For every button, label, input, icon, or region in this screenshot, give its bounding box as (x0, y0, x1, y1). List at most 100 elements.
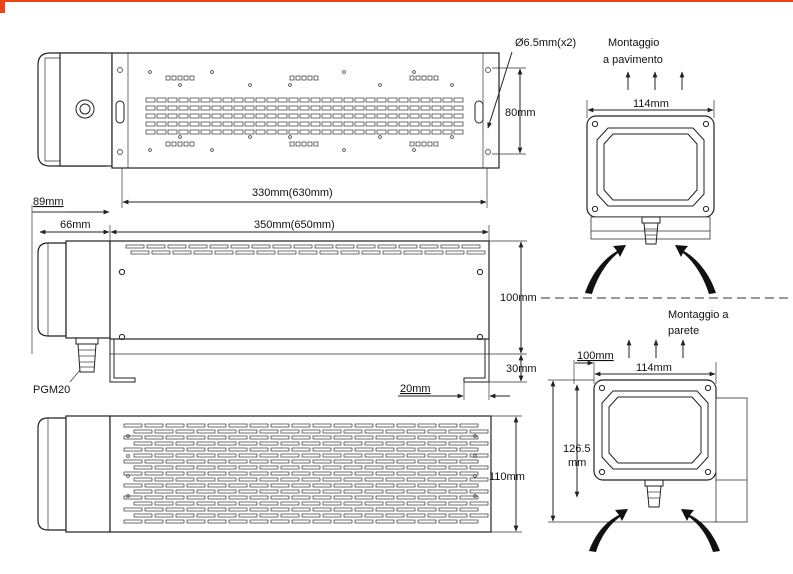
vent-slot (188, 244, 208, 249)
vent-slot (322, 453, 342, 458)
vent-slot (277, 113, 288, 119)
vent-slot (186, 447, 206, 452)
vent-slot (145, 105, 156, 111)
vent-slot (233, 121, 244, 127)
vent-slot (238, 465, 258, 470)
vent-slot (244, 129, 255, 135)
vent-slot (438, 495, 458, 500)
vent-slot (433, 141, 439, 147)
vent-slot (189, 121, 200, 127)
vent-slot (200, 113, 211, 119)
side-box (65, 240, 111, 339)
vent-slot (144, 495, 164, 500)
vent-slot (266, 97, 277, 103)
vent-slot (312, 435, 332, 440)
vent-slot (431, 105, 442, 111)
vent-slot (183, 141, 189, 147)
vent-slot (442, 121, 453, 127)
vent-dot (148, 70, 152, 74)
side-view: PGM20 89mm 66mm 350mm(650mm) 100mm 30mm (31, 196, 537, 400)
vent-slot (151, 250, 171, 255)
vent-slot (375, 435, 395, 440)
side-height-label: 100mm (500, 292, 537, 304)
vent-slot (354, 97, 365, 103)
vent-slot (396, 483, 416, 488)
vent-slot (375, 423, 395, 428)
vent-slot (469, 465, 489, 470)
vent-slot (459, 459, 479, 464)
vent-slot (343, 441, 363, 446)
vent-slot (165, 75, 171, 81)
side-vent-slots (125, 244, 486, 255)
vent-slot (249, 459, 269, 464)
vent-slot (207, 471, 227, 476)
vent-slot (280, 429, 300, 434)
vent-slot (385, 465, 405, 470)
vent-slot (321, 105, 332, 111)
vent-slot (377, 244, 397, 249)
vent-slot (406, 429, 426, 434)
vent-slot (154, 465, 174, 470)
vent-slot (375, 519, 395, 524)
right-keyhole (474, 100, 484, 124)
vent-slot (175, 501, 195, 506)
vent-slot (396, 423, 416, 428)
vent-slot (322, 501, 342, 506)
vent-slot (196, 429, 216, 434)
hole-label: Ø6.5mm(x2) (515, 37, 576, 49)
vent-slot (321, 113, 332, 119)
vent-slot (186, 423, 206, 428)
vent-slot (312, 507, 332, 512)
vent-slot (365, 113, 376, 119)
vent-slot (442, 113, 453, 119)
vent-slot (409, 121, 420, 127)
vent-slot (272, 244, 292, 249)
vent-slot (222, 113, 233, 119)
vent-dot (342, 70, 346, 74)
vent-slot (427, 477, 447, 482)
vent-slot (354, 129, 365, 135)
vent-slot (376, 105, 387, 111)
accent-bar (0, 0, 793, 2)
vent-slot (167, 97, 178, 103)
floor-section (590, 216, 711, 240)
vent-slot (165, 423, 185, 428)
vent-slot (144, 447, 164, 452)
vent-slot (280, 441, 300, 446)
vent-slot (235, 250, 255, 255)
vent-slot (310, 113, 321, 119)
vent-slot (301, 513, 321, 518)
vent-slot (196, 465, 216, 470)
vent-slot (244, 121, 255, 127)
wall-height-label-2: mm (568, 457, 586, 469)
vent-slot (228, 495, 248, 500)
vent-slot (313, 141, 319, 147)
vent-slot (186, 459, 206, 464)
accent-mark (0, 0, 5, 13)
vent-slot (270, 435, 290, 440)
vent-slot (459, 471, 479, 476)
bottom-vent-slots (123, 423, 489, 524)
vent-slot (427, 513, 447, 518)
vent-slot (228, 519, 248, 524)
vent-slot (291, 495, 311, 500)
vent-slot (228, 459, 248, 464)
vent-slot (332, 121, 343, 127)
vent-slot (175, 429, 195, 434)
vent-slot (196, 441, 216, 446)
floor-title-1: Montaggio (608, 37, 659, 49)
top-length-label: 330mm(630mm) (252, 187, 333, 199)
vent-slot (230, 244, 250, 249)
vent-slot (332, 113, 343, 119)
vent-slot (123, 519, 143, 524)
vent-slot (387, 97, 398, 103)
vent-slot (343, 429, 363, 434)
overall-label: 89mm (33, 196, 64, 208)
vent-slot (354, 495, 374, 500)
vent-slot (376, 121, 387, 127)
vent-slot (431, 113, 442, 119)
vent-slot (145, 113, 156, 119)
vent-slot (322, 489, 342, 494)
vent-slot (280, 465, 300, 470)
